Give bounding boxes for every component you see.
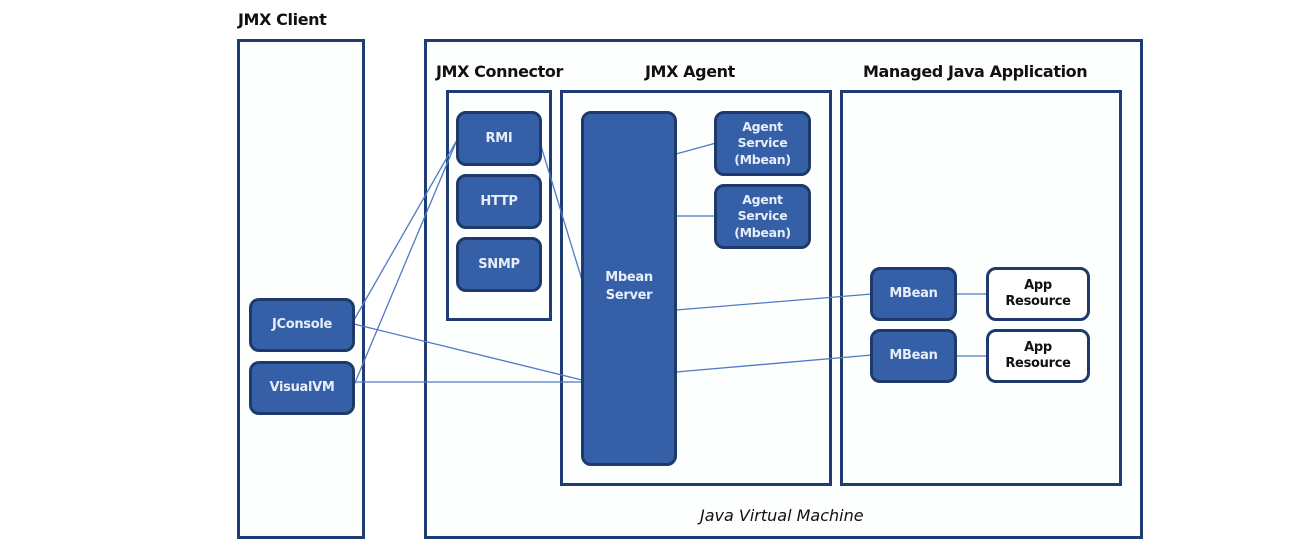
agent-service-node-1[interactable]: Agent Service (Mbean) xyxy=(714,111,811,176)
link-mbean-server-service-1 xyxy=(675,142,717,155)
jmx-client-frame xyxy=(237,39,365,539)
http-node[interactable]: HTTP xyxy=(456,174,542,229)
jvm-caption: Java Virtual Machine xyxy=(700,506,864,525)
link-visualvm-rmi xyxy=(353,139,458,386)
mbean-node-2[interactable]: MBean xyxy=(870,329,957,383)
link-mbean-server-mbean-1 xyxy=(675,293,873,311)
managed-app-title: Managed Java Application xyxy=(863,62,1088,81)
link-jconsole-mbean-server xyxy=(353,323,583,381)
jconsole-node[interactable]: JConsole xyxy=(249,298,355,352)
visualvm-node[interactable]: VisualVM xyxy=(249,361,355,415)
link-jconsole-rmi xyxy=(353,139,458,321)
app-resource-node-1[interactable]: App Resource xyxy=(986,267,1090,321)
rmi-node[interactable]: RMI xyxy=(456,111,542,166)
link-mbean-server-mbean-2 xyxy=(675,354,873,373)
jmx-client-title: JMX Client xyxy=(238,10,327,29)
app-resource-node-2[interactable]: App Resource xyxy=(986,329,1090,383)
snmp-node[interactable]: SNMP xyxy=(456,237,542,292)
jmx-connector-title: JMX Connector xyxy=(436,62,563,81)
mbean-server-node[interactable]: Mbean Server xyxy=(581,111,677,466)
mbean-node-1[interactable]: MBean xyxy=(870,267,957,321)
link-rmi-mbean-server xyxy=(540,145,583,281)
jmx-agent-title: JMX Agent xyxy=(645,62,735,81)
agent-service-node-2[interactable]: Agent Service (Mbean) xyxy=(714,184,811,249)
